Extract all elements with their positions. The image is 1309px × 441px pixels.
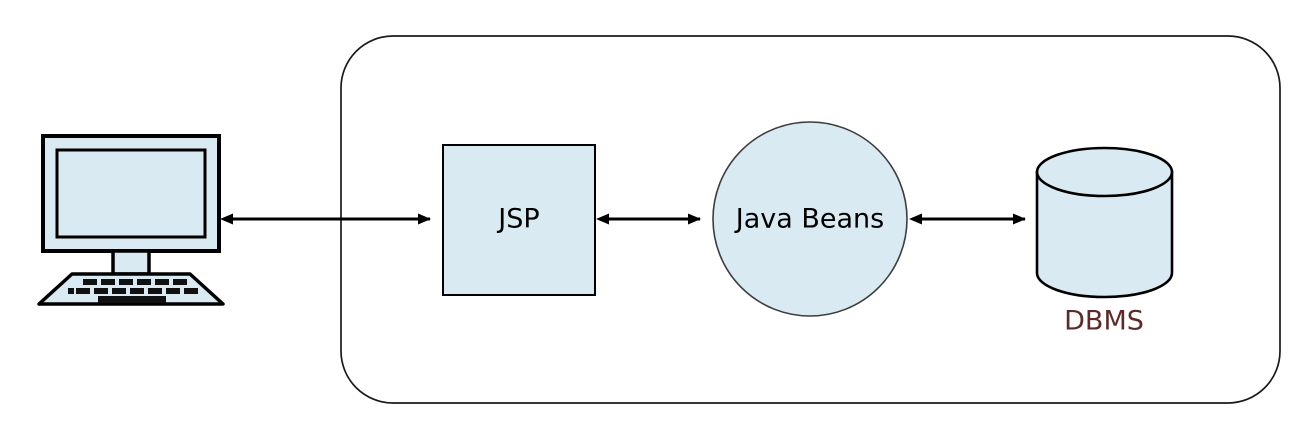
dbms-label: DBMS	[1064, 306, 1144, 337]
java-beans-label: Java Beans	[734, 204, 884, 235]
node-jsp: JSP	[442, 144, 596, 296]
database-cylinder-body	[1035, 170, 1174, 299]
jsp-label: JSP	[496, 204, 539, 235]
keyboard-keys	[68, 279, 198, 303]
monitor-screen	[55, 148, 207, 239]
java-beans-circle	[712, 121, 908, 317]
monitor-stand-neck	[111, 249, 151, 276]
node-dbms: DBMS	[1035, 146, 1174, 337]
keyboard-spacebar	[98, 296, 166, 303]
jsp-box	[442, 144, 596, 296]
desktop-computer-icon	[37, 134, 225, 306]
node-java-beans: Java Beans	[712, 121, 908, 317]
database-cylinder-top	[1035, 146, 1174, 198]
